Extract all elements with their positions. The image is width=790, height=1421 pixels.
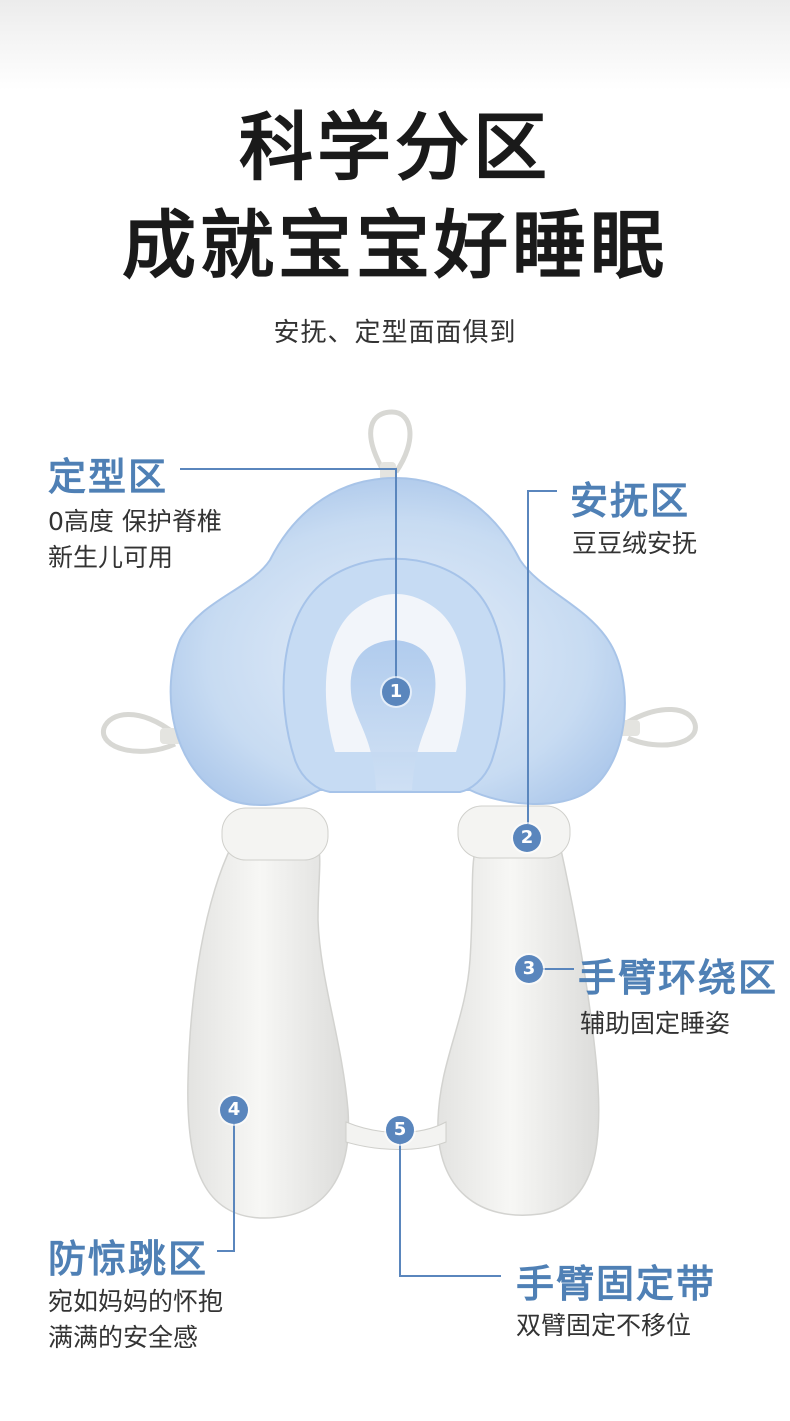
headline-line-2: 成就宝宝好睡眠 bbox=[122, 203, 668, 289]
shaping-channel bbox=[350, 640, 436, 790]
zone-3-title: 手臂环绕区 bbox=[578, 956, 779, 1000]
right-hang-loop bbox=[626, 707, 698, 748]
right-arm-tube bbox=[437, 844, 600, 1216]
zone-1-description: 0高度 保护脊椎 新生儿可用 bbox=[48, 504, 222, 576]
zone-1-number-badge: 1 bbox=[382, 678, 410, 706]
leader-line-zone-4-h bbox=[217, 1250, 235, 1252]
leader-line-zone-1-h bbox=[180, 468, 396, 470]
zone-5-title: 手臂固定带 bbox=[516, 1262, 717, 1306]
zone-1-title: 定型区 bbox=[48, 455, 169, 499]
zone-3-description: 辅助固定睡姿 bbox=[580, 1006, 730, 1042]
zone-4-desc-line-1: 宛如妈妈的怀抱 bbox=[48, 1287, 224, 1316]
left-arm-tube bbox=[187, 844, 350, 1219]
zone-2-title: 安抚区 bbox=[570, 479, 691, 523]
leader-line-zone-3 bbox=[542, 968, 574, 970]
zone-4-number-badge: 4 bbox=[220, 1096, 248, 1124]
zone-4-description: 宛如妈妈的怀抱 满满的安全感 bbox=[48, 1284, 223, 1356]
leader-line-zone-1-v bbox=[395, 468, 397, 678]
zone-3-desc-line-1: 辅助固定睡姿 bbox=[580, 1009, 731, 1038]
zone-1-desc-line-1: 0高度 保护脊椎 bbox=[48, 507, 222, 536]
leader-line-zone-2-h bbox=[527, 490, 557, 492]
leader-line-zone-5-h bbox=[399, 1275, 501, 1277]
leader-line-zone-4-v bbox=[233, 1124, 235, 1250]
top-shade bbox=[0, 0, 790, 90]
zone-4-desc-line-2: 满满的安全感 bbox=[48, 1323, 199, 1352]
zone-1-desc-line-2: 新生儿可用 bbox=[48, 543, 174, 572]
left-hang-loop bbox=[101, 712, 177, 754]
top-hang-loop bbox=[368, 409, 413, 474]
zone-4-title: 防惊跳区 bbox=[48, 1237, 209, 1281]
zone-3-number-badge: 3 bbox=[515, 955, 543, 983]
zone-5-description: 双臂固定不移位 bbox=[516, 1308, 691, 1344]
zone-5-number-badge: 5 bbox=[386, 1116, 414, 1144]
subtitle: 安抚、定型面面俱到 bbox=[273, 318, 517, 348]
left-cuff bbox=[221, 807, 329, 861]
zone-2-desc-line-1: 豆豆绒安抚 bbox=[572, 529, 698, 558]
zone-5-desc-line-1: 双臂固定不移位 bbox=[516, 1311, 692, 1340]
headline-line-1: 科学分区 bbox=[239, 105, 551, 191]
leader-line-zone-2-v bbox=[527, 490, 529, 824]
zone-2-description: 豆豆绒安抚 bbox=[572, 526, 697, 562]
leader-line-zone-5-v bbox=[399, 1144, 401, 1276]
zone-2-number-badge: 2 bbox=[513, 824, 541, 852]
top-loop-clip bbox=[380, 462, 396, 482]
